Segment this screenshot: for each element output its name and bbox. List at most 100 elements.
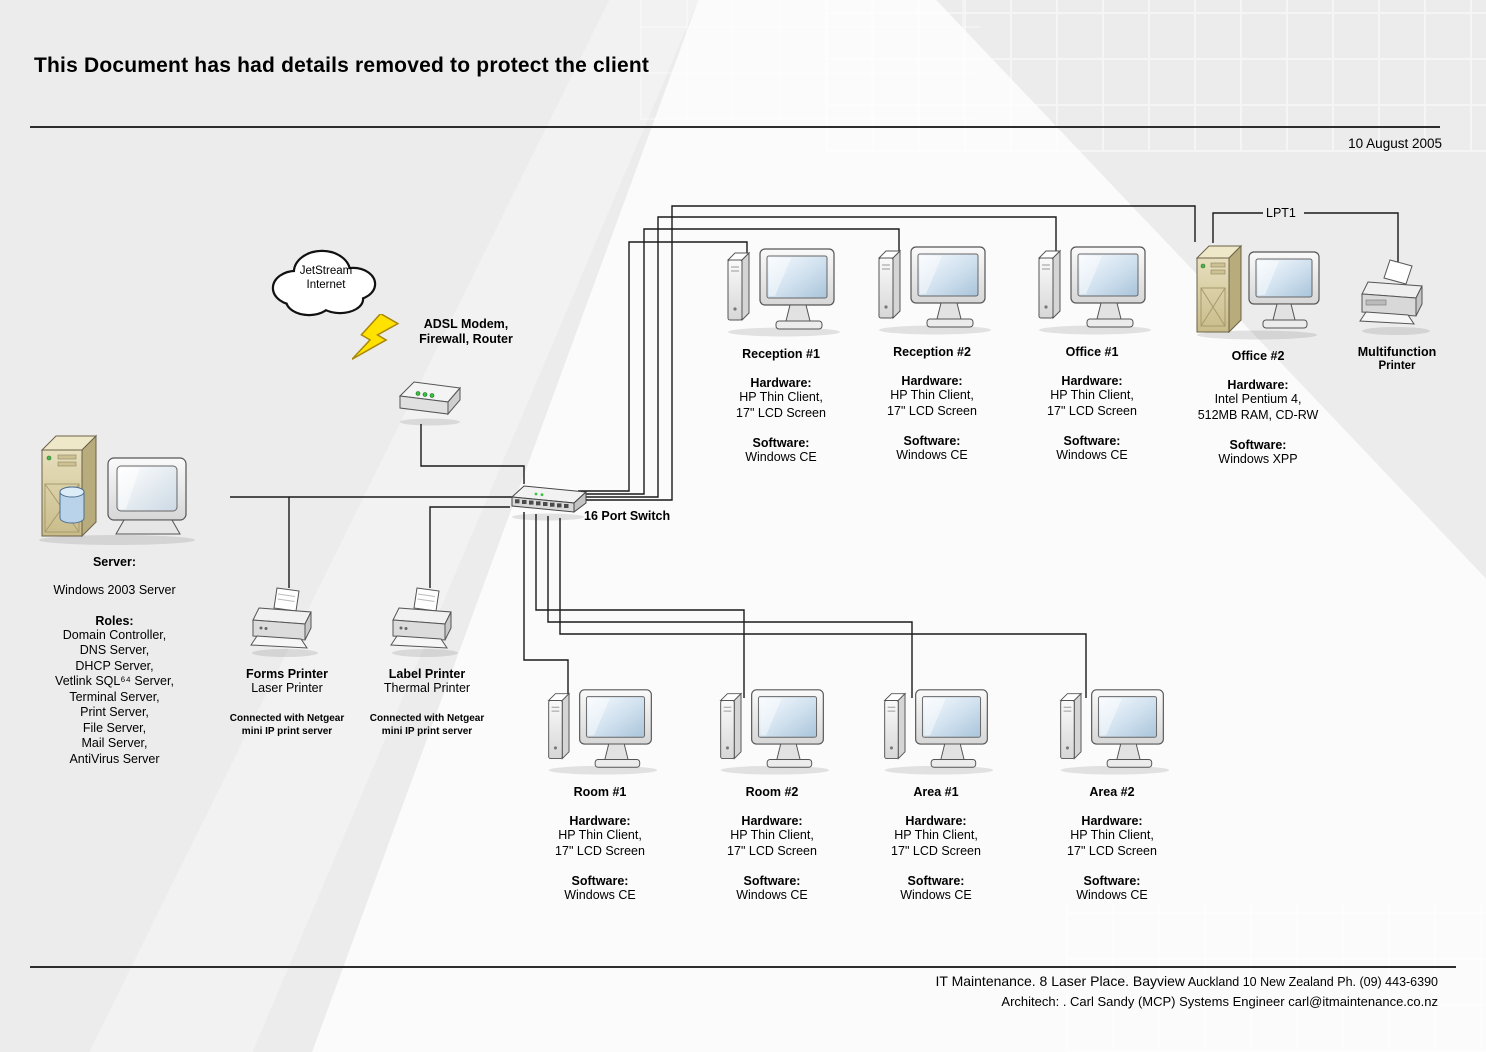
thin-client-monitor-icon (537, 684, 663, 776)
workstation-room-1: Room #1 Hardware: HP Thin Client, 17" LC… (515, 684, 685, 904)
hardware-title: Hardware: (905, 814, 967, 828)
workstation-reception-2: Reception #2 Hardware: HP Thin Client, 1… (847, 241, 1017, 464)
server-roles-title: Roles: (95, 613, 134, 628)
server-block: Server: Windows 2003 Server Roles: Domai… (22, 428, 207, 767)
hardware-line: HP Thin Client, (558, 828, 642, 842)
hardware-line: 17" LCD Screen (1047, 403, 1137, 418)
hardware-line: 17" LCD Screen (891, 843, 981, 858)
label-printer-note2: mini IP print server (381, 725, 473, 737)
hardware-line: 17" LCD Screen (887, 403, 977, 418)
forms-printer-block: Forms Printer Laser Printer Connected wi… (202, 584, 372, 738)
adsl-modem-icon (394, 370, 468, 428)
workstation-office-2: Office #2 Hardware: Intel Pentium 4, 512… (1173, 240, 1343, 468)
footer-line1: IT Maintenance. 8 Laser Place. Bayview A… (936, 971, 1439, 992)
footer-address: Auckland 10 New Zealand Ph. (09) 443-639… (1185, 975, 1438, 989)
hardware-line: HP Thin Client, (890, 388, 974, 402)
label-printer-block: Label Printer Thermal Printer Connected … (342, 584, 512, 738)
thermal-printer-icon (387, 584, 467, 658)
hardware-line: HP Thin Client, (894, 828, 978, 842)
multifunction-printer-name: Multifunction (1357, 345, 1437, 359)
server-role: DHCP Server, (75, 658, 154, 673)
station-name: Room #1 (573, 785, 627, 799)
internet-cloud-label: JetStream Internet (272, 264, 380, 292)
hardware-line: HP Thin Client, (1070, 828, 1154, 842)
multifunction-printer-block: Multifunction Printer (1332, 256, 1462, 372)
thin-client-monitor-icon (873, 684, 999, 776)
hardware-title: Hardware: (901, 374, 963, 388)
software-line: Windows CE (736, 888, 808, 902)
thin-client-monitor-icon (867, 241, 997, 336)
station-name: Office #1 (1065, 345, 1119, 359)
multifunction-printer-type: Printer (1378, 360, 1416, 372)
date: 10 August 2005 (1348, 136, 1442, 151)
software-title: Software: (571, 874, 629, 888)
server-role: Mail Server, (81, 736, 148, 750)
label-printer-note1: Connected with Netgear (369, 712, 485, 724)
software-title: Software: (743, 874, 801, 888)
station-name: Reception #2 (893, 345, 971, 359)
station-name: Area #2 (1089, 785, 1135, 799)
station-name: Reception #1 (742, 347, 820, 361)
switch-label: 16 Port Switch (584, 509, 671, 523)
workstation-room-2: Room #2 Hardware: HP Thin Client, 17" LC… (687, 684, 857, 904)
software-line: Windows CE (900, 888, 972, 902)
software-title: Software: (903, 434, 961, 448)
hardware-title: Hardware: (1081, 814, 1143, 828)
thin-client-monitor-icon (1027, 241, 1157, 336)
label-printer-name: Label Printer (388, 667, 466, 681)
header-rule (30, 126, 1440, 128)
software-line: Windows CE (1076, 888, 1148, 902)
server-role: Domain Controller, (62, 627, 167, 642)
workstation-area-1: Area #1 Hardware: HP Thin Client, 17" LC… (851, 684, 1021, 904)
hardware-line: 17" LCD Screen (727, 843, 817, 858)
server-tower-crt-icon (32, 428, 197, 546)
software-title: Software: (1063, 434, 1121, 448)
workstation-office-1: Office #1 Hardware: HP Thin Client, 17" … (1007, 241, 1177, 464)
hardware-title: Hardware: (750, 376, 812, 390)
forms-printer-name: Forms Printer (246, 667, 328, 681)
modem-label-line1: ADSL Modem, (423, 317, 509, 331)
footer: IT Maintenance. 8 Laser Place. Bayview A… (936, 971, 1439, 1012)
footer-line2: Architech: . Carl Sandy (MCP) Systems En… (1001, 994, 1438, 1009)
desktop-tower-monitor-icon (1191, 240, 1326, 340)
workstation-area-2: Area #2 Hardware: HP Thin Client, 17" LC… (1027, 684, 1197, 904)
page-title: This Document has had details removed to… (34, 54, 650, 77)
server-role: AntiVirus Server (69, 751, 160, 766)
server-name: Server: (92, 555, 137, 569)
thin-client-monitor-icon (716, 243, 846, 338)
laser-printer-icon (247, 584, 327, 658)
footer-company: IT Maintenance. 8 Laser Place. Bayview (935, 973, 1186, 989)
forms-printer-note2: mini IP print server (241, 725, 333, 737)
lpt1-label: LPT1 (1266, 206, 1296, 220)
hardware-line: 17" LCD Screen (555, 843, 645, 858)
workstation-reception-1: Reception #1 Hardware: HP Thin Client, 1… (696, 243, 866, 466)
internet-label-line2: Internet (306, 279, 346, 291)
software-line: Windows CE (564, 888, 636, 902)
forms-printer-note1: Connected with Netgear (229, 712, 345, 724)
software-line: Windows CE (1056, 448, 1128, 462)
hardware-line: 512MB RAM, CD-RW (1197, 407, 1319, 422)
software-title: Software: (752, 436, 810, 450)
software-title: Software: (1083, 874, 1141, 888)
multifunction-printer-icon (1356, 256, 1438, 336)
server-os: Windows 2003 Server (53, 583, 176, 597)
hardware-title: Hardware: (1227, 378, 1289, 392)
hardware-line: HP Thin Client, (1050, 388, 1134, 402)
forms-printer-type: Laser Printer (251, 681, 323, 695)
software-line: Windows CE (745, 450, 817, 464)
hardware-line: HP Thin Client, (739, 390, 823, 404)
software-line: Windows CE (896, 448, 968, 462)
footer-rule (30, 966, 1456, 968)
internet-label-line1: JetStream (299, 265, 353, 277)
server-role: Terminal Server, (69, 689, 160, 704)
label-printer-type: Thermal Printer (383, 681, 471, 695)
software-line: Windows XPP (1218, 452, 1298, 466)
switch-icon (508, 481, 590, 521)
modem-label: ADSL Modem, Firewall, Router (396, 317, 536, 347)
server-role: File Server, (82, 720, 147, 735)
hardware-line: 17" LCD Screen (1067, 843, 1157, 858)
hardware-line: Intel Pentium 4, (1214, 392, 1302, 406)
thin-client-monitor-icon (709, 684, 835, 776)
hardware-line: 17" LCD Screen (736, 405, 826, 420)
software-title: Software: (907, 874, 965, 888)
